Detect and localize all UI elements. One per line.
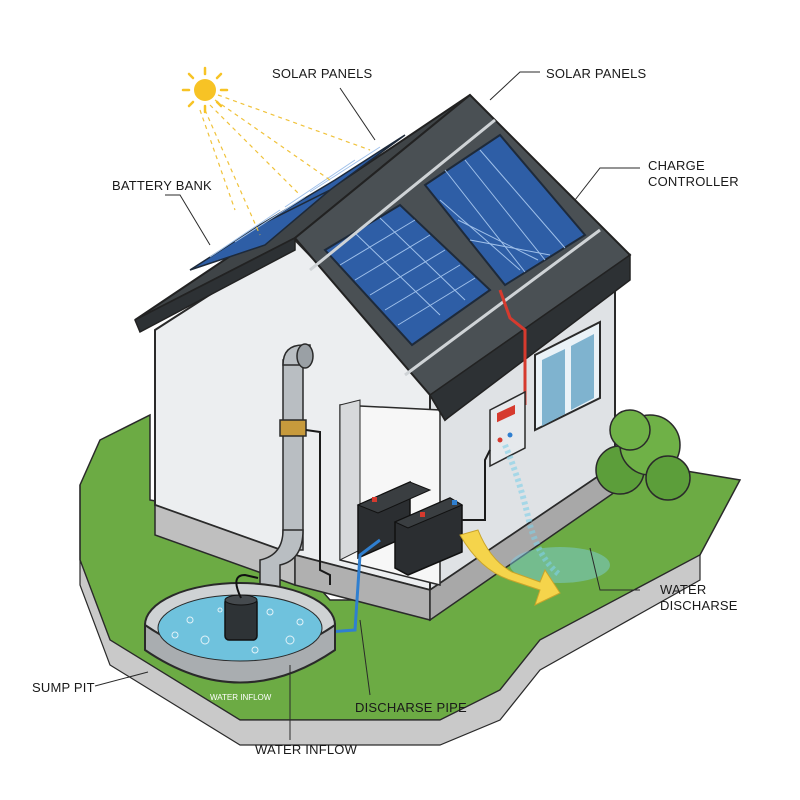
solar-panels-left xyxy=(189,134,406,271)
flow-arrow xyxy=(459,529,561,606)
label-sump-pit: SUMP PIT xyxy=(32,680,95,695)
control-wire xyxy=(462,449,491,521)
label-water-discharge-2: DISCHARSE xyxy=(660,598,738,613)
label-discharge-pipe: DISCHARSE PIPE xyxy=(355,700,467,715)
water-spray xyxy=(502,443,610,583)
label-water-discharge-1: WATER xyxy=(660,582,707,597)
label-charge-controller-1: CHARGE xyxy=(648,158,705,173)
discharge-pipe xyxy=(259,343,314,601)
submersible-pump-icon xyxy=(224,573,259,641)
label-charge-controller-2: CONTROLLER xyxy=(648,174,739,189)
leader-lines xyxy=(94,71,640,740)
battery-icon xyxy=(356,480,464,576)
label-solar-panels-right: SOLAR PANELS xyxy=(546,66,647,81)
bush-icon xyxy=(595,409,691,501)
label-battery-bank: BATTERY BANK xyxy=(112,178,212,193)
label-water-inflow: WATER INFLOW xyxy=(255,742,358,757)
label-water-inflow-on-pit: WATER INFLOW xyxy=(210,693,272,702)
power-wire-red xyxy=(498,289,527,405)
charge-controller-icon xyxy=(489,390,526,468)
solar-panels-right xyxy=(309,118,601,377)
sun-icon xyxy=(181,66,371,236)
label-solar-panels-left: SOLAR PANELS xyxy=(272,66,373,81)
window-icon xyxy=(534,320,601,432)
pump-power-wire xyxy=(305,429,331,585)
